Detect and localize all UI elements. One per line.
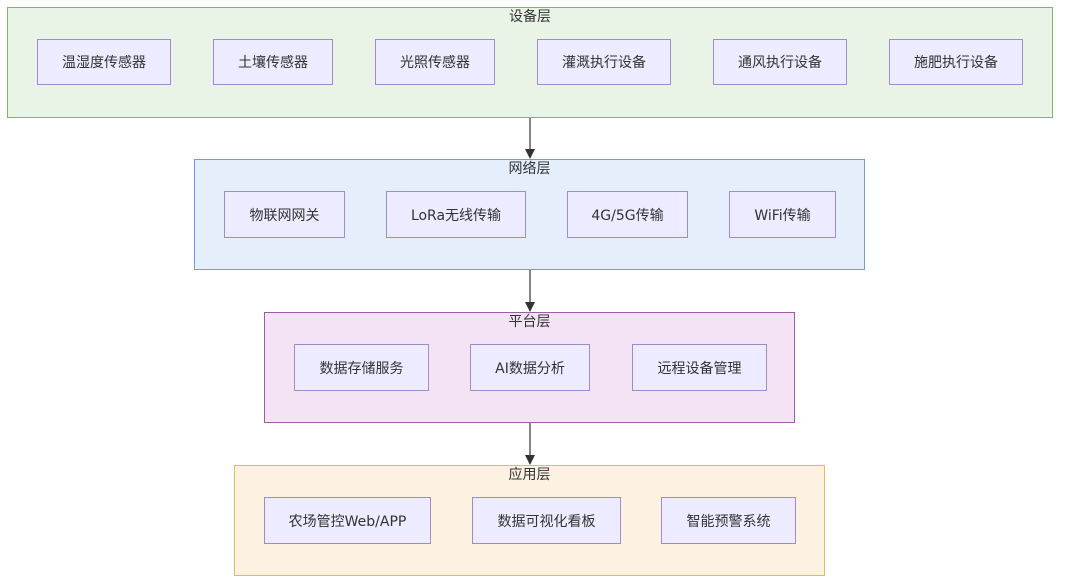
node-ventilation-device: 通风执行设备 xyxy=(713,39,847,85)
node-ai-analysis: AI数据分析 xyxy=(470,344,590,391)
node-fertilization-device: 施肥执行设备 xyxy=(889,39,1023,85)
node-wifi-transmission: WiFi传输 xyxy=(729,191,836,238)
network-layer-title: 网络层 xyxy=(508,161,551,177)
node-lora-transmission: LoRa无线传输 xyxy=(386,191,526,238)
application-layer-title: 应用层 xyxy=(508,467,551,483)
platform-layer-title: 平台层 xyxy=(508,314,551,330)
node-temp-humidity-sensor: 温湿度传感器 xyxy=(37,39,171,85)
application-layer: 应用层 农场管控Web/APP 数据可视化看板 智能预警系统 xyxy=(234,465,825,576)
device-layer: 设备层 温湿度传感器 土壤传感器 光照传感器 灌溉执行设备 通风执行设备 施肥执… xyxy=(7,7,1053,118)
node-farm-control-app: 农场管控Web/APP xyxy=(264,497,431,544)
node-iot-gateway: 物联网网关 xyxy=(224,191,345,238)
node-soil-sensor: 土壤传感器 xyxy=(213,39,333,85)
node-data-dashboard: 数据可视化看板 xyxy=(472,497,621,544)
device-layer-title: 设备层 xyxy=(509,9,551,25)
platform-layer: 平台层 数据存储服务 AI数据分析 远程设备管理 xyxy=(264,312,795,423)
node-smart-alert-system: 智能预警系统 xyxy=(661,497,796,544)
node-remote-device-management: 远程设备管理 xyxy=(632,344,767,391)
node-4g5g-transmission: 4G/5G传输 xyxy=(567,191,688,238)
node-light-sensor: 光照传感器 xyxy=(375,39,495,85)
node-data-storage: 数据存储服务 xyxy=(294,344,429,391)
network-layer: 网络层 物联网网关 LoRa无线传输 4G/5G传输 WiFi传输 xyxy=(194,159,865,270)
node-irrigation-device: 灌溉执行设备 xyxy=(537,39,671,85)
